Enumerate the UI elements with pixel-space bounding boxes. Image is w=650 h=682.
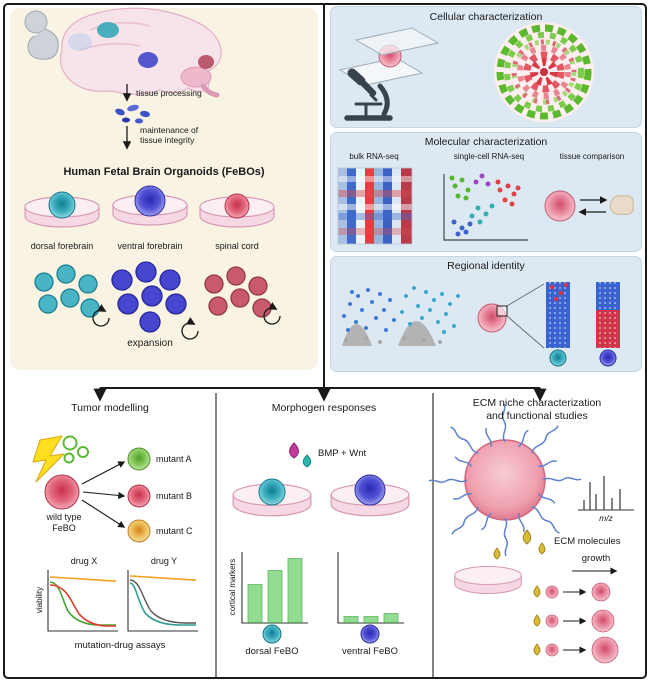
ecm-molecules-label: ECM molecules <box>554 536 621 547</box>
cellular-title: Cellular characterization <box>429 11 543 23</box>
molecular-characterization-panel <box>330 132 642 252</box>
dorsal-febo-dish <box>232 478 312 517</box>
viability-axis-label: viability <box>35 586 45 614</box>
morphogen-title: Morphogen responses <box>271 402 377 414</box>
dorsal-marker-bar-chart <box>241 552 308 624</box>
mz-axis-label: m/z <box>599 513 613 523</box>
tumor-title: Tumor modelling <box>71 402 149 414</box>
ecm-supplemented-dish <box>454 547 522 595</box>
bottom-column-dividers <box>215 393 434 677</box>
drug-y-plot <box>127 570 198 632</box>
growth-label: growth <box>581 553 611 564</box>
wild-type-label-line1: wild type <box>46 512 82 522</box>
wnt-drop-icon <box>302 454 312 468</box>
ecm-molecule-drops <box>522 529 546 555</box>
regional-identity-panel <box>330 256 642 372</box>
expansion-label: expansion <box>127 338 173 349</box>
maintenance-label: maintenance of tissue integrity <box>140 125 198 145</box>
maintenance-line1: maintenance of <box>140 125 199 135</box>
growth-assay-rows <box>533 582 619 664</box>
mutant-b-label: mutant B <box>156 491 193 501</box>
mutation-drug-assays-label: mutation-drug assays <box>74 640 166 651</box>
wild-type-label-line2: FeBO <box>52 523 76 533</box>
ventral-febo-icon <box>360 624 380 644</box>
dorsal-forebrain-label: dorsal forebrain <box>30 241 94 251</box>
mass-spectrum-plot <box>578 476 634 511</box>
wild-type-febo-organoid <box>44 474 80 510</box>
single-cell-rnaseq-label: single-cell RNA-seq <box>453 152 525 161</box>
bmp-drop-icon <box>289 442 299 459</box>
mutant-a-label: mutant A <box>156 454 192 464</box>
tissue-comparison-label: tissue comparison <box>559 152 625 161</box>
ventral-febo-label: ventral FeBO <box>342 646 398 657</box>
cellular-characterization-panel <box>330 6 642 128</box>
ventral-febo-dish <box>330 474 410 517</box>
drug-y-label: drug Y <box>150 556 178 566</box>
spinal-cord-label: spinal cord <box>215 241 259 251</box>
ecm-coated-organoid <box>428 403 582 557</box>
plasmid-circles-icon <box>62 435 89 464</box>
generation-title: Human Fetal Brain Organoids (FeBOs) <box>63 166 265 178</box>
mutant-arrows <box>81 461 126 528</box>
maintenance-line2: tissue integrity <box>140 135 195 146</box>
bmp-wnt-label: BMP + Wnt <box>318 448 367 459</box>
drug-x-plot <box>47 570 118 632</box>
mutant-c-organoid <box>127 519 151 543</box>
molecular-title: Molecular characterization <box>424 136 548 148</box>
mutant-c-label: mutant C <box>156 526 193 536</box>
ecm-title-line2: and functional studies <box>486 410 588 422</box>
ventral-forebrain-label: ventral forebrain <box>117 241 183 251</box>
bulk-rnaseq-label: bulk RNA-seq <box>349 152 399 161</box>
ecm-title-line1: ECM niche characterization <box>472 397 602 409</box>
ventral-marker-bar-chart <box>337 552 404 624</box>
tissue-processing-label: tissue processing <box>136 88 202 98</box>
dorsal-febo-label: dorsal FeBO <box>245 646 299 657</box>
febo-generation-panel <box>10 8 318 370</box>
regional-title: Regional identity <box>447 260 525 272</box>
mutant-b-organoid <box>127 484 151 508</box>
dorsal-febo-icon <box>262 624 282 644</box>
mutagenesis-lightning-icon <box>32 435 65 483</box>
mutant-a-organoid <box>127 447 151 471</box>
cortical-markers-axis-label: cortical markers <box>228 558 238 616</box>
drug-x-label: drug X <box>70 556 98 566</box>
